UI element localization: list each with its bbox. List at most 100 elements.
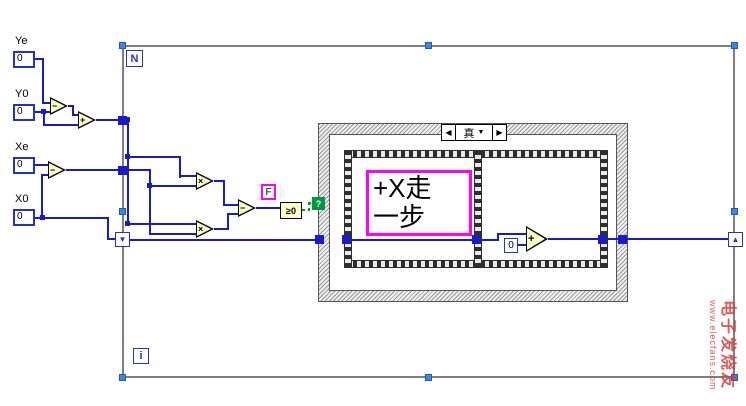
wire-segment <box>352 239 474 241</box>
subtract-icon: − <box>240 203 246 213</box>
loop-iteration-terminal[interactable]: i <box>133 348 149 364</box>
tunnel <box>618 235 627 244</box>
wire-segment <box>149 233 197 235</box>
greater-equal-zero-function[interactable]: ≥0 <box>280 202 302 219</box>
tunnel <box>598 235 607 244</box>
control-terminal-ye[interactable]: 0 <box>13 51 35 68</box>
sequence-structure-border-left[interactable] <box>344 150 352 268</box>
add-function-1[interactable]: + <box>78 111 96 129</box>
control-terminal-xe[interactable]: 0 <box>13 157 35 174</box>
wire-segment <box>179 156 181 178</box>
shift-register-left[interactable]: ▼ <box>115 232 130 247</box>
wire-segment <box>42 58 44 104</box>
tunnel <box>118 116 127 125</box>
wire-segment <box>497 233 499 241</box>
wire-segment <box>72 105 74 116</box>
boolean-wire <box>308 202 315 204</box>
multiply-function-2[interactable]: × <box>196 220 214 238</box>
add-icon: + <box>80 115 86 125</box>
wire-junction <box>147 183 152 188</box>
tunnel <box>342 235 351 244</box>
case-selector-terminal[interactable]: ? <box>312 197 325 210</box>
selection-handle[interactable] <box>731 374 738 381</box>
wire-segment <box>214 180 224 182</box>
control-label-ye: Ye <box>15 35 28 47</box>
wire-segment <box>127 156 181 158</box>
watermark-title: 电子发烧友 <box>719 300 736 391</box>
string-constant-line2: 一步 <box>373 202 426 232</box>
wire-segment <box>35 164 49 166</box>
case-dropdown-icon: ▼ <box>477 129 485 136</box>
subtract-icon: − <box>52 101 58 111</box>
wire-segment <box>66 169 150 171</box>
wire-segment <box>72 114 79 116</box>
wire-segment <box>548 238 600 240</box>
boolean-wire <box>308 202 310 211</box>
tunnel <box>118 166 127 175</box>
multiply-icon: × <box>198 224 204 234</box>
subtract-icon: − <box>50 165 56 175</box>
case-prev-icon[interactable]: ◀ <box>445 128 452 137</box>
wire-segment <box>96 119 128 121</box>
wire-segment <box>223 204 239 206</box>
case-selector-value: 真 <box>463 127 475 140</box>
tunnel <box>315 235 324 244</box>
case-selector-value-wrap[interactable]: 真 ▼ <box>455 125 493 140</box>
wire-segment <box>179 175 197 177</box>
wire-segment <box>608 238 728 240</box>
control-terminal-x0[interactable]: 0 <box>13 209 35 226</box>
control-terminal-y0[interactable]: 0 <box>13 104 35 121</box>
selection-handle[interactable] <box>119 42 126 49</box>
string-constant-f[interactable]: F <box>261 184 276 200</box>
wire-segment <box>68 105 74 107</box>
wire-segment <box>41 174 43 219</box>
multiply-icon: × <box>198 176 204 186</box>
wire-junction <box>125 117 130 122</box>
selection-handle[interactable] <box>731 208 738 215</box>
wire-junction <box>125 154 130 159</box>
wire-junction <box>125 221 130 226</box>
wire-segment <box>517 244 527 246</box>
subtract-function-3[interactable]: − <box>238 199 256 217</box>
wire-segment <box>214 228 228 230</box>
wire-segment <box>223 180 225 206</box>
selection-handle[interactable] <box>425 374 432 381</box>
add-function[interactable]: + <box>526 226 548 252</box>
loop-count-terminal[interactable]: N <box>126 50 143 67</box>
wire-segment <box>149 185 197 187</box>
wire-segment <box>35 217 108 219</box>
wire-segment <box>130 239 344 241</box>
wire-segment <box>256 207 280 209</box>
sequence-frame-divider[interactable] <box>474 150 482 268</box>
subtract-function-2[interactable]: − <box>48 161 66 179</box>
tunnel <box>472 235 481 244</box>
wire-segment <box>482 239 498 241</box>
boolean-wire <box>302 209 310 211</box>
numeric-constant-zero[interactable]: 0 <box>504 238 518 253</box>
sequence-structure-border-right[interactable] <box>600 150 608 268</box>
shift-register-right[interactable]: ▲ <box>728 232 743 247</box>
multiply-function-1[interactable]: × <box>196 172 214 190</box>
add-icon: + <box>528 233 535 245</box>
wire-segment <box>227 213 239 215</box>
selection-handle[interactable] <box>119 208 126 215</box>
watermark-url: www.elecfans.com <box>708 300 718 391</box>
wire-junction <box>40 215 45 220</box>
wire-segment <box>127 119 129 226</box>
subtract-function-1[interactable]: − <box>50 97 68 115</box>
wire-junction <box>41 109 46 114</box>
wire-segment <box>127 223 197 225</box>
selection-handle[interactable] <box>119 374 126 381</box>
string-constant[interactable]: +X走 一步 <box>366 170 472 236</box>
case-next-icon[interactable]: ▶ <box>496 128 503 137</box>
string-constant-line1: +X走 <box>373 173 432 203</box>
selection-handle[interactable] <box>425 42 432 49</box>
selection-handle[interactable] <box>731 42 738 49</box>
wire-segment <box>43 111 45 126</box>
wire-segment <box>497 233 527 235</box>
wire-segment <box>43 124 79 126</box>
wire-segment <box>35 58 43 60</box>
case-selector-label[interactable]: ◀ 真 ▼ ▶ <box>441 124 507 141</box>
watermark: 电子发烧友 www.elecfans.com <box>708 300 742 391</box>
